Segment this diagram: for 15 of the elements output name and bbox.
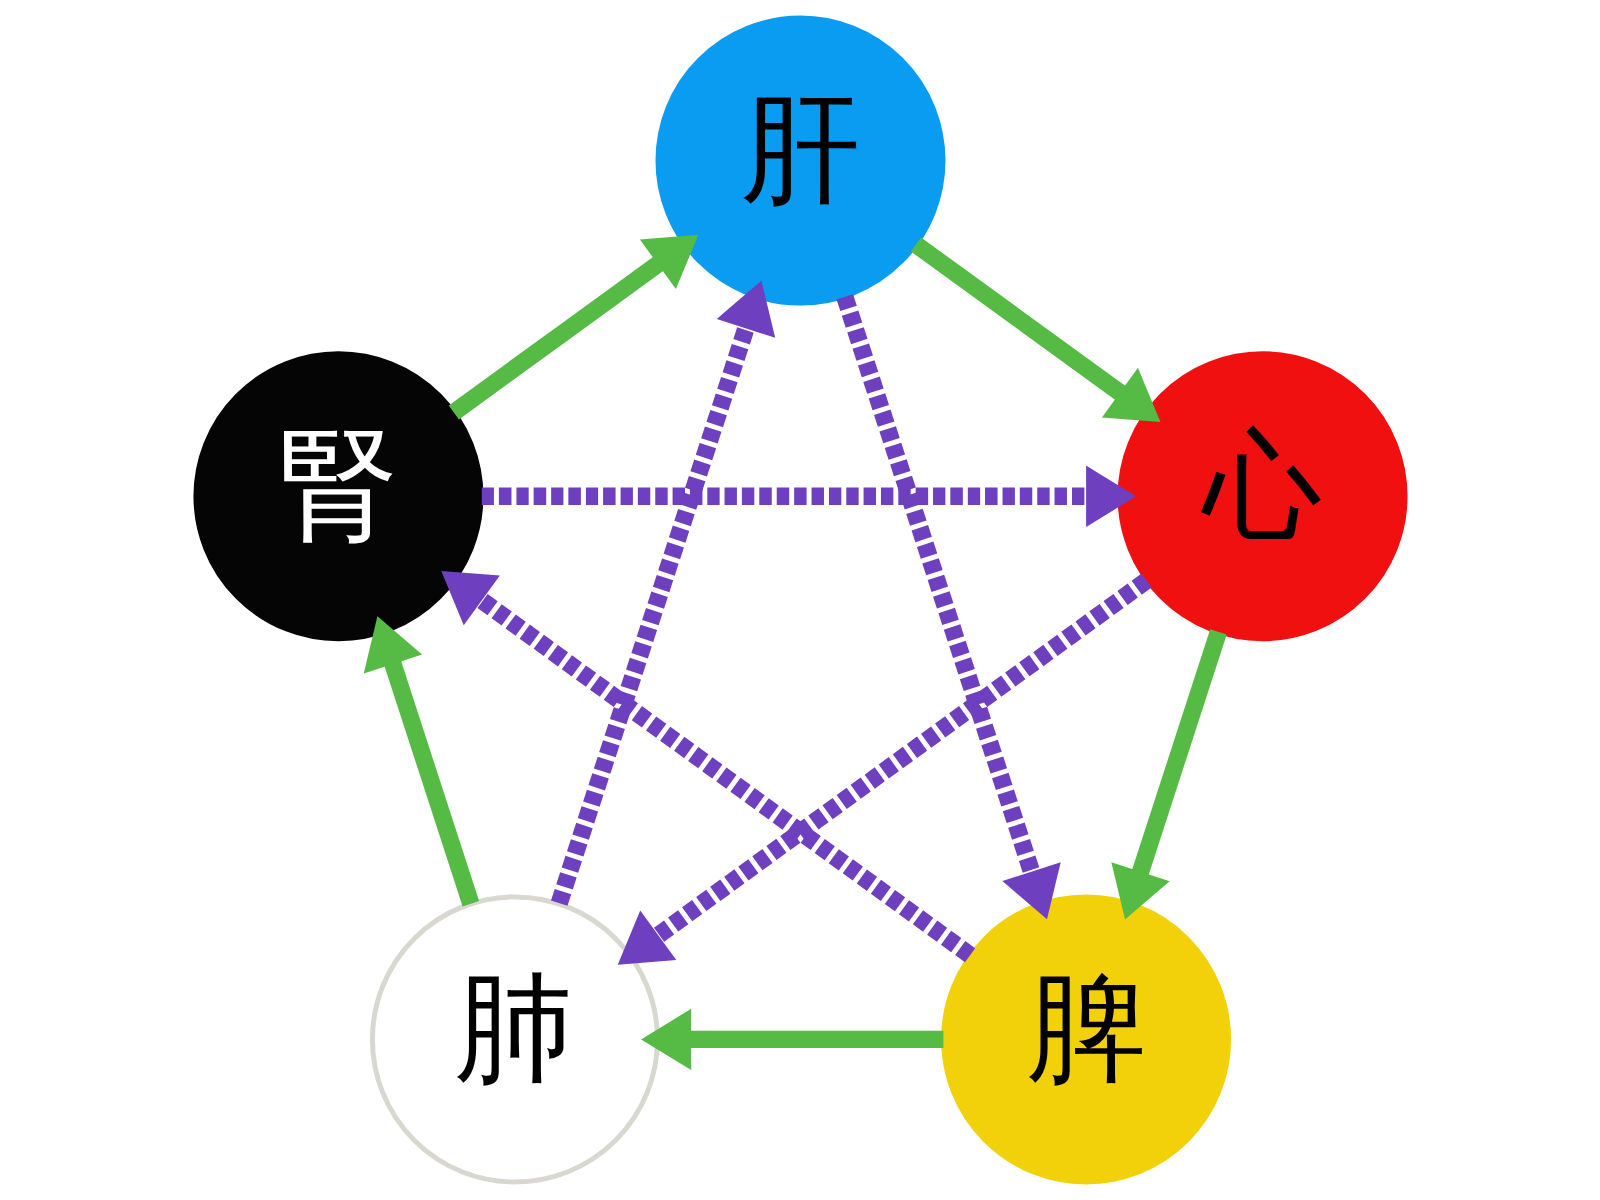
- arrow: [910, 237, 1160, 423]
- arrow: [836, 294, 1061, 920]
- arrow: [481, 465, 1136, 527]
- arrow: [363, 616, 479, 907]
- arrow: [617, 573, 1152, 965]
- node-circle: 肝: [655, 15, 945, 306]
- arrow: [448, 234, 698, 420]
- arrow: [440, 571, 975, 963]
- arrow: [550, 280, 775, 906]
- node-circle: 心: [1117, 351, 1408, 642]
- arrow: [1110, 629, 1227, 920]
- node-circle: 肺: [369, 894, 660, 1185]
- arrow: [640, 1008, 943, 1071]
- node-circle: 脾: [940, 894, 1231, 1185]
- node-circle: 腎: [192, 351, 483, 642]
